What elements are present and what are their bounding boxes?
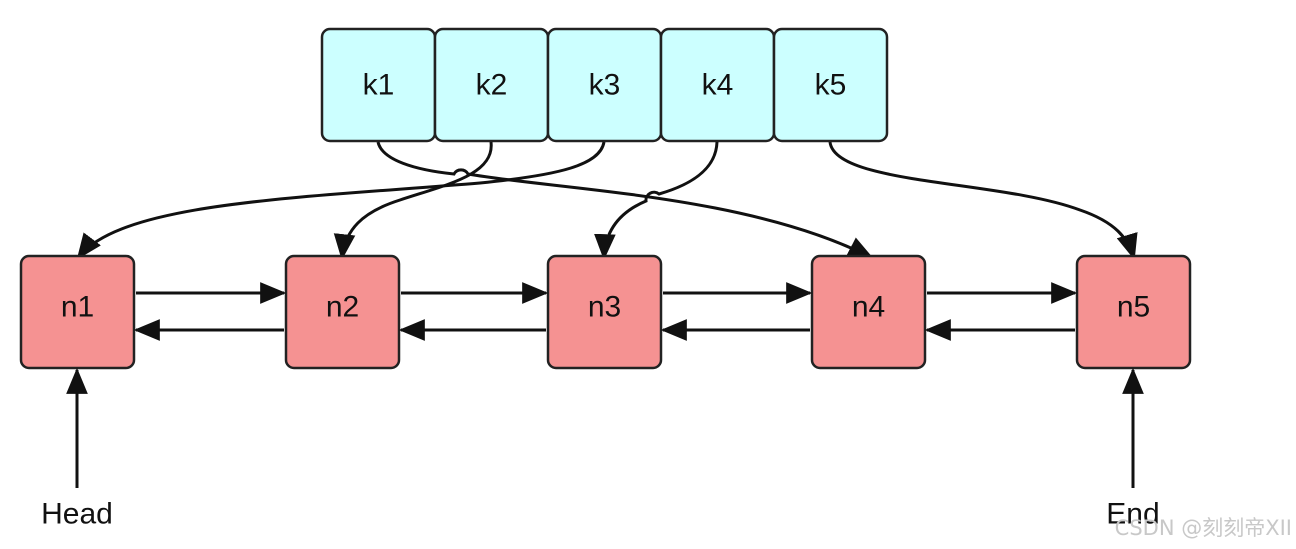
node-box-n3: n3 (546, 254, 663, 370)
head-label: Head (41, 498, 113, 531)
end-pointer: End (1106, 367, 1160, 531)
arrow-k4-to-n3 (594, 141, 719, 261)
key-label-k2: k2 (476, 69, 508, 102)
arrow-k2-to-n2 (333, 141, 493, 261)
key-label-k1: k1 (363, 69, 395, 102)
key-label-k3: k3 (589, 69, 621, 102)
key-box-k4: k4 (659, 27, 776, 143)
key-box-k5: k5 (772, 27, 889, 143)
key-box-k3: k3 (546, 27, 663, 143)
arrow-k1-to-n4 (376, 141, 874, 260)
node-label-n2: n2 (326, 291, 359, 324)
arrow-k3-to-n1 (76, 141, 606, 260)
key-row: k1 k2 k3 k4 k5 (320, 27, 889, 143)
node-box-n2: n2 (284, 254, 401, 370)
end-label: End (1106, 498, 1159, 531)
node-box-n4-rect (810, 254, 927, 370)
node-box-n4: n4 (810, 254, 927, 370)
head-pointer: Head (41, 367, 113, 531)
node-box-n3-rect (546, 254, 663, 370)
key-label-k5: k5 (815, 69, 847, 102)
arrow-k5-to-n5 (828, 141, 1138, 261)
key-box-k1: k1 (320, 27, 437, 143)
node-label-n3: n3 (588, 291, 621, 324)
node-box-n2-rect (284, 254, 401, 370)
key-pointer-arrows (76, 141, 1138, 261)
node-label-n1: n1 (61, 291, 94, 324)
watermark-text: CSDN @刻刻帝XII (1115, 516, 1292, 540)
node-label-n5: n5 (1117, 291, 1150, 324)
key-label-k4: k4 (702, 69, 734, 102)
key-box-k2: k2 (433, 27, 550, 143)
node-label-n4: n4 (852, 291, 885, 324)
key-box-k5-rect (772, 27, 889, 143)
node-row: n1 n2 n3 n4 n5 (19, 254, 1192, 370)
node-box-n1: n1 (19, 254, 136, 370)
node-box-n5: n5 (1075, 254, 1192, 370)
